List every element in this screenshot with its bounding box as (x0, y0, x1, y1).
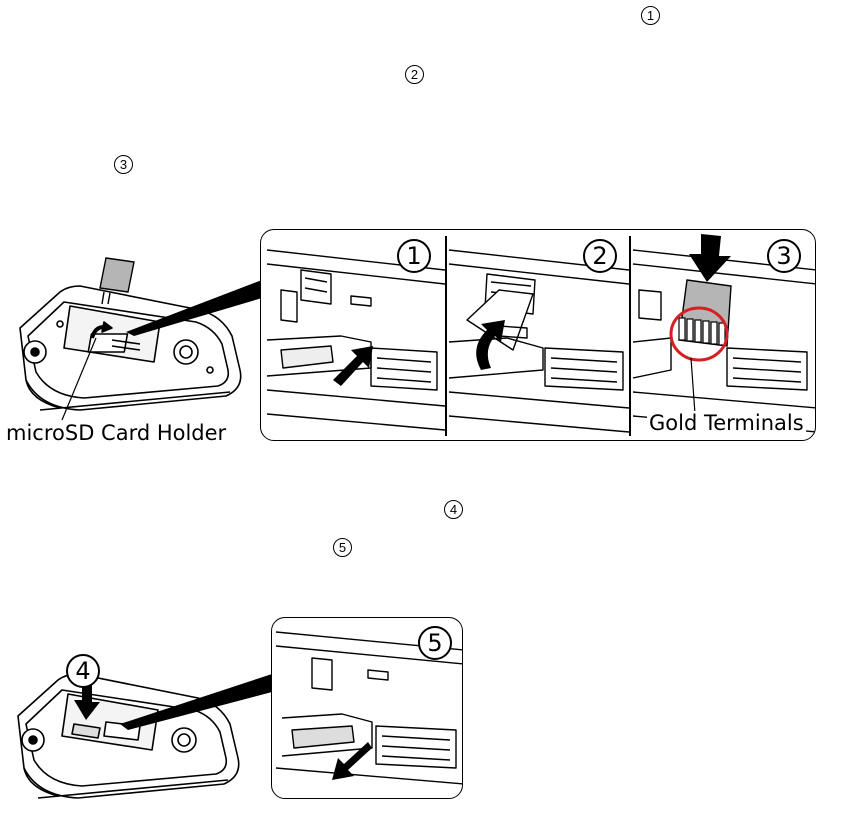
step-marker-2: 2 (405, 65, 424, 84)
insert-arrow (689, 234, 731, 282)
step-marker-3: 3 (114, 155, 133, 174)
panel-step-5-number: 5 (418, 626, 452, 660)
step-marker-5: 5 (333, 538, 352, 557)
close-step-panel: 5 (271, 617, 463, 799)
panel-step-1-number: 1 (397, 239, 431, 273)
lock-slide-arrow (332, 742, 372, 780)
panel-step-3-number: 3 (767, 239, 801, 273)
phone-illustration-open (0, 240, 270, 440)
step-marker-1: 1 (641, 6, 660, 25)
phone-illustration-closed (0, 640, 275, 820)
microsd-holder-label: microSD Card Holder (6, 421, 226, 445)
slide-arrow (333, 346, 373, 386)
step-marker-4: 4 (444, 500, 463, 519)
gold-terminals-label: Gold Terminals (647, 411, 806, 435)
panel-step-2-number: 2 (583, 239, 617, 273)
insert-steps-panel: 1 2 3 Gold Terminals (260, 229, 816, 441)
figure-step-4-number: 4 (66, 654, 100, 688)
